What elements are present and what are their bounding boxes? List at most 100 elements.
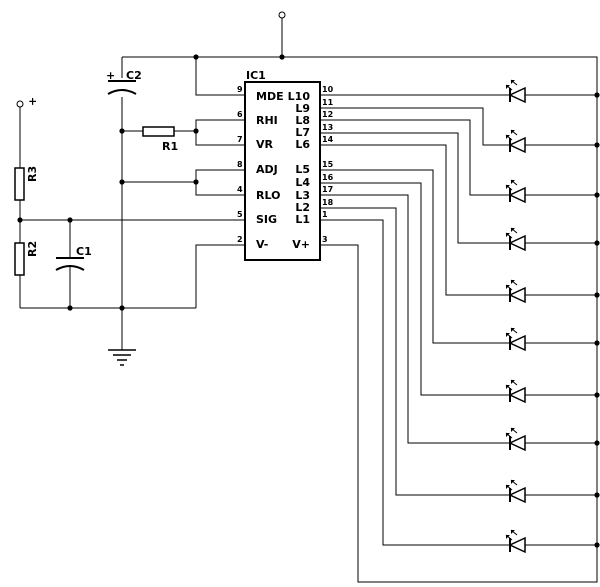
capacitor-c1: C1 <box>55 245 92 271</box>
led-diode-2 <box>508 136 526 154</box>
led-wire-7 <box>320 182 500 396</box>
ic1-ref: IC1 <box>246 69 266 82</box>
led-emission-head-2-1 <box>506 135 510 139</box>
led-emission-head-7-1 <box>506 385 510 389</box>
ic-pin-num-9: 9 <box>237 85 243 94</box>
led-emission-head-2-2 <box>511 130 515 134</box>
wire-vplus <box>320 244 598 583</box>
ic-pin-label-mde: MDE <box>256 90 284 103</box>
wire-mde <box>195 57 245 96</box>
resistor-r2: R2 <box>14 241 39 276</box>
led-rail-junction-1 <box>594 92 600 98</box>
ic-pin-num-16: 16 <box>322 173 334 182</box>
led-diode-4 <box>508 234 526 252</box>
led-diode-10 <box>508 536 526 554</box>
r2-ref: R2 <box>26 241 39 257</box>
ic-pin-num-13: 13 <box>322 123 333 132</box>
led-6 <box>320 169 600 352</box>
led-2 <box>320 107 600 154</box>
ic-pin-num-12: 12 <box>322 110 333 119</box>
led-wire-6 <box>320 169 500 344</box>
ic-pin-label-l7: L7 <box>295 126 310 139</box>
led-emission-head-8-2 <box>511 428 515 432</box>
led-diode-8 <box>508 434 526 452</box>
ic-pin-num-6: 6 <box>237 110 243 119</box>
ic-pin-num-5: 5 <box>237 210 243 219</box>
c2-ref: C2 <box>126 69 142 82</box>
led-9 <box>320 207 600 504</box>
ground-symbol <box>108 349 136 366</box>
ic-pin-num-4: 4 <box>237 185 243 194</box>
led-rail-junction-4 <box>594 240 600 246</box>
led-emission-head-10-1 <box>506 535 510 539</box>
led-emission-head-5-2 <box>511 280 515 284</box>
ic1-body <box>244 81 321 261</box>
led-emission-head-4-2 <box>511 228 515 232</box>
led-emission-head-8-1 <box>506 433 510 437</box>
led-wire-3 <box>320 119 500 196</box>
led-diode-7 <box>508 386 526 404</box>
ic-pin-label-rlo: RLO <box>256 189 280 202</box>
led-rail-junction-10 <box>594 542 600 548</box>
led-5 <box>320 144 600 304</box>
led-wire-5 <box>320 144 500 296</box>
ic-pin-label-l6: L6 <box>295 138 310 151</box>
led-rail-junction-3 <box>594 192 600 198</box>
led-emission-head-9-1 <box>506 485 510 489</box>
r1-ref: R1 <box>162 140 178 153</box>
led-diode-3 <box>508 186 526 204</box>
ic-pin-num-11: 11 <box>322 98 334 107</box>
led-wire-2 <box>320 107 500 146</box>
r3-ref: R3 <box>26 166 39 182</box>
ic-pin-label-l5: L5 <box>295 163 310 176</box>
led-7 <box>320 182 600 404</box>
led-diode-9 <box>508 486 526 504</box>
supply-plus-label: + <box>26 97 39 106</box>
led-emission-head-3-1 <box>506 185 510 189</box>
led-rail-junction-7 <box>594 392 600 398</box>
ic-pin-label-rhi: RHI <box>256 114 278 127</box>
ic-pin-label-sig: SIG <box>256 213 277 226</box>
ic-pin-num-17: 17 <box>322 185 333 194</box>
ic-pin-label-l3: L3 <box>295 189 310 202</box>
ic-pin-num-14: 14 <box>322 135 334 144</box>
c2-polarity: + <box>106 69 115 82</box>
ic-pin-num-15: 15 <box>322 160 334 169</box>
led-10 <box>320 219 600 554</box>
led-emission-head-3-2 <box>511 180 515 184</box>
c1-ref: C1 <box>76 245 92 258</box>
led-rail-junction-9 <box>594 492 600 498</box>
led-emission-head-6-2 <box>511 328 515 332</box>
led-emission-head-10-2 <box>511 530 515 534</box>
led-wire-9 <box>320 207 500 496</box>
led-diode-1 <box>508 86 526 104</box>
ic-pin-label-vr: VR <box>256 138 274 151</box>
led-emission-head-1-1 <box>506 85 510 89</box>
led-array <box>320 79 600 554</box>
led-1 <box>320 79 600 104</box>
ic1: IC1 MDE RHI VR ADJ RLO SIG V- L10 L9 L8 … <box>237 69 334 261</box>
ic-pin-num-18: 18 <box>322 198 334 207</box>
led-4 <box>320 132 600 252</box>
led-emission-head-7-2 <box>511 380 515 384</box>
led-rail-junction-6 <box>594 340 600 346</box>
ic-pin-label-vplus: V+ <box>292 238 310 251</box>
supply-terminal-top <box>278 11 286 19</box>
led-wire-4 <box>320 132 500 244</box>
led-emission-head-1-2 <box>511 80 515 84</box>
wire-vminus <box>195 244 245 308</box>
led-rail-junction-8 <box>594 440 600 446</box>
resistor-r1: R1 <box>142 126 178 153</box>
resistor-r3: R3 <box>14 166 39 201</box>
ic-pin-label-l10: L10 <box>288 90 311 103</box>
led-diode-6 <box>508 334 526 352</box>
led-wire-8 <box>320 194 500 444</box>
led-emission-head-9-2 <box>511 480 515 484</box>
ic-pin-num-2: 2 <box>237 235 243 244</box>
ic-pin-label-l8: L8 <box>295 114 310 127</box>
led-rail-junction-2 <box>594 142 600 148</box>
ic-pin-label-l1: L1 <box>295 213 310 226</box>
ic-pin-label-adj: ADJ <box>256 163 278 176</box>
ic-pin-label-vminus: V- <box>256 238 268 251</box>
